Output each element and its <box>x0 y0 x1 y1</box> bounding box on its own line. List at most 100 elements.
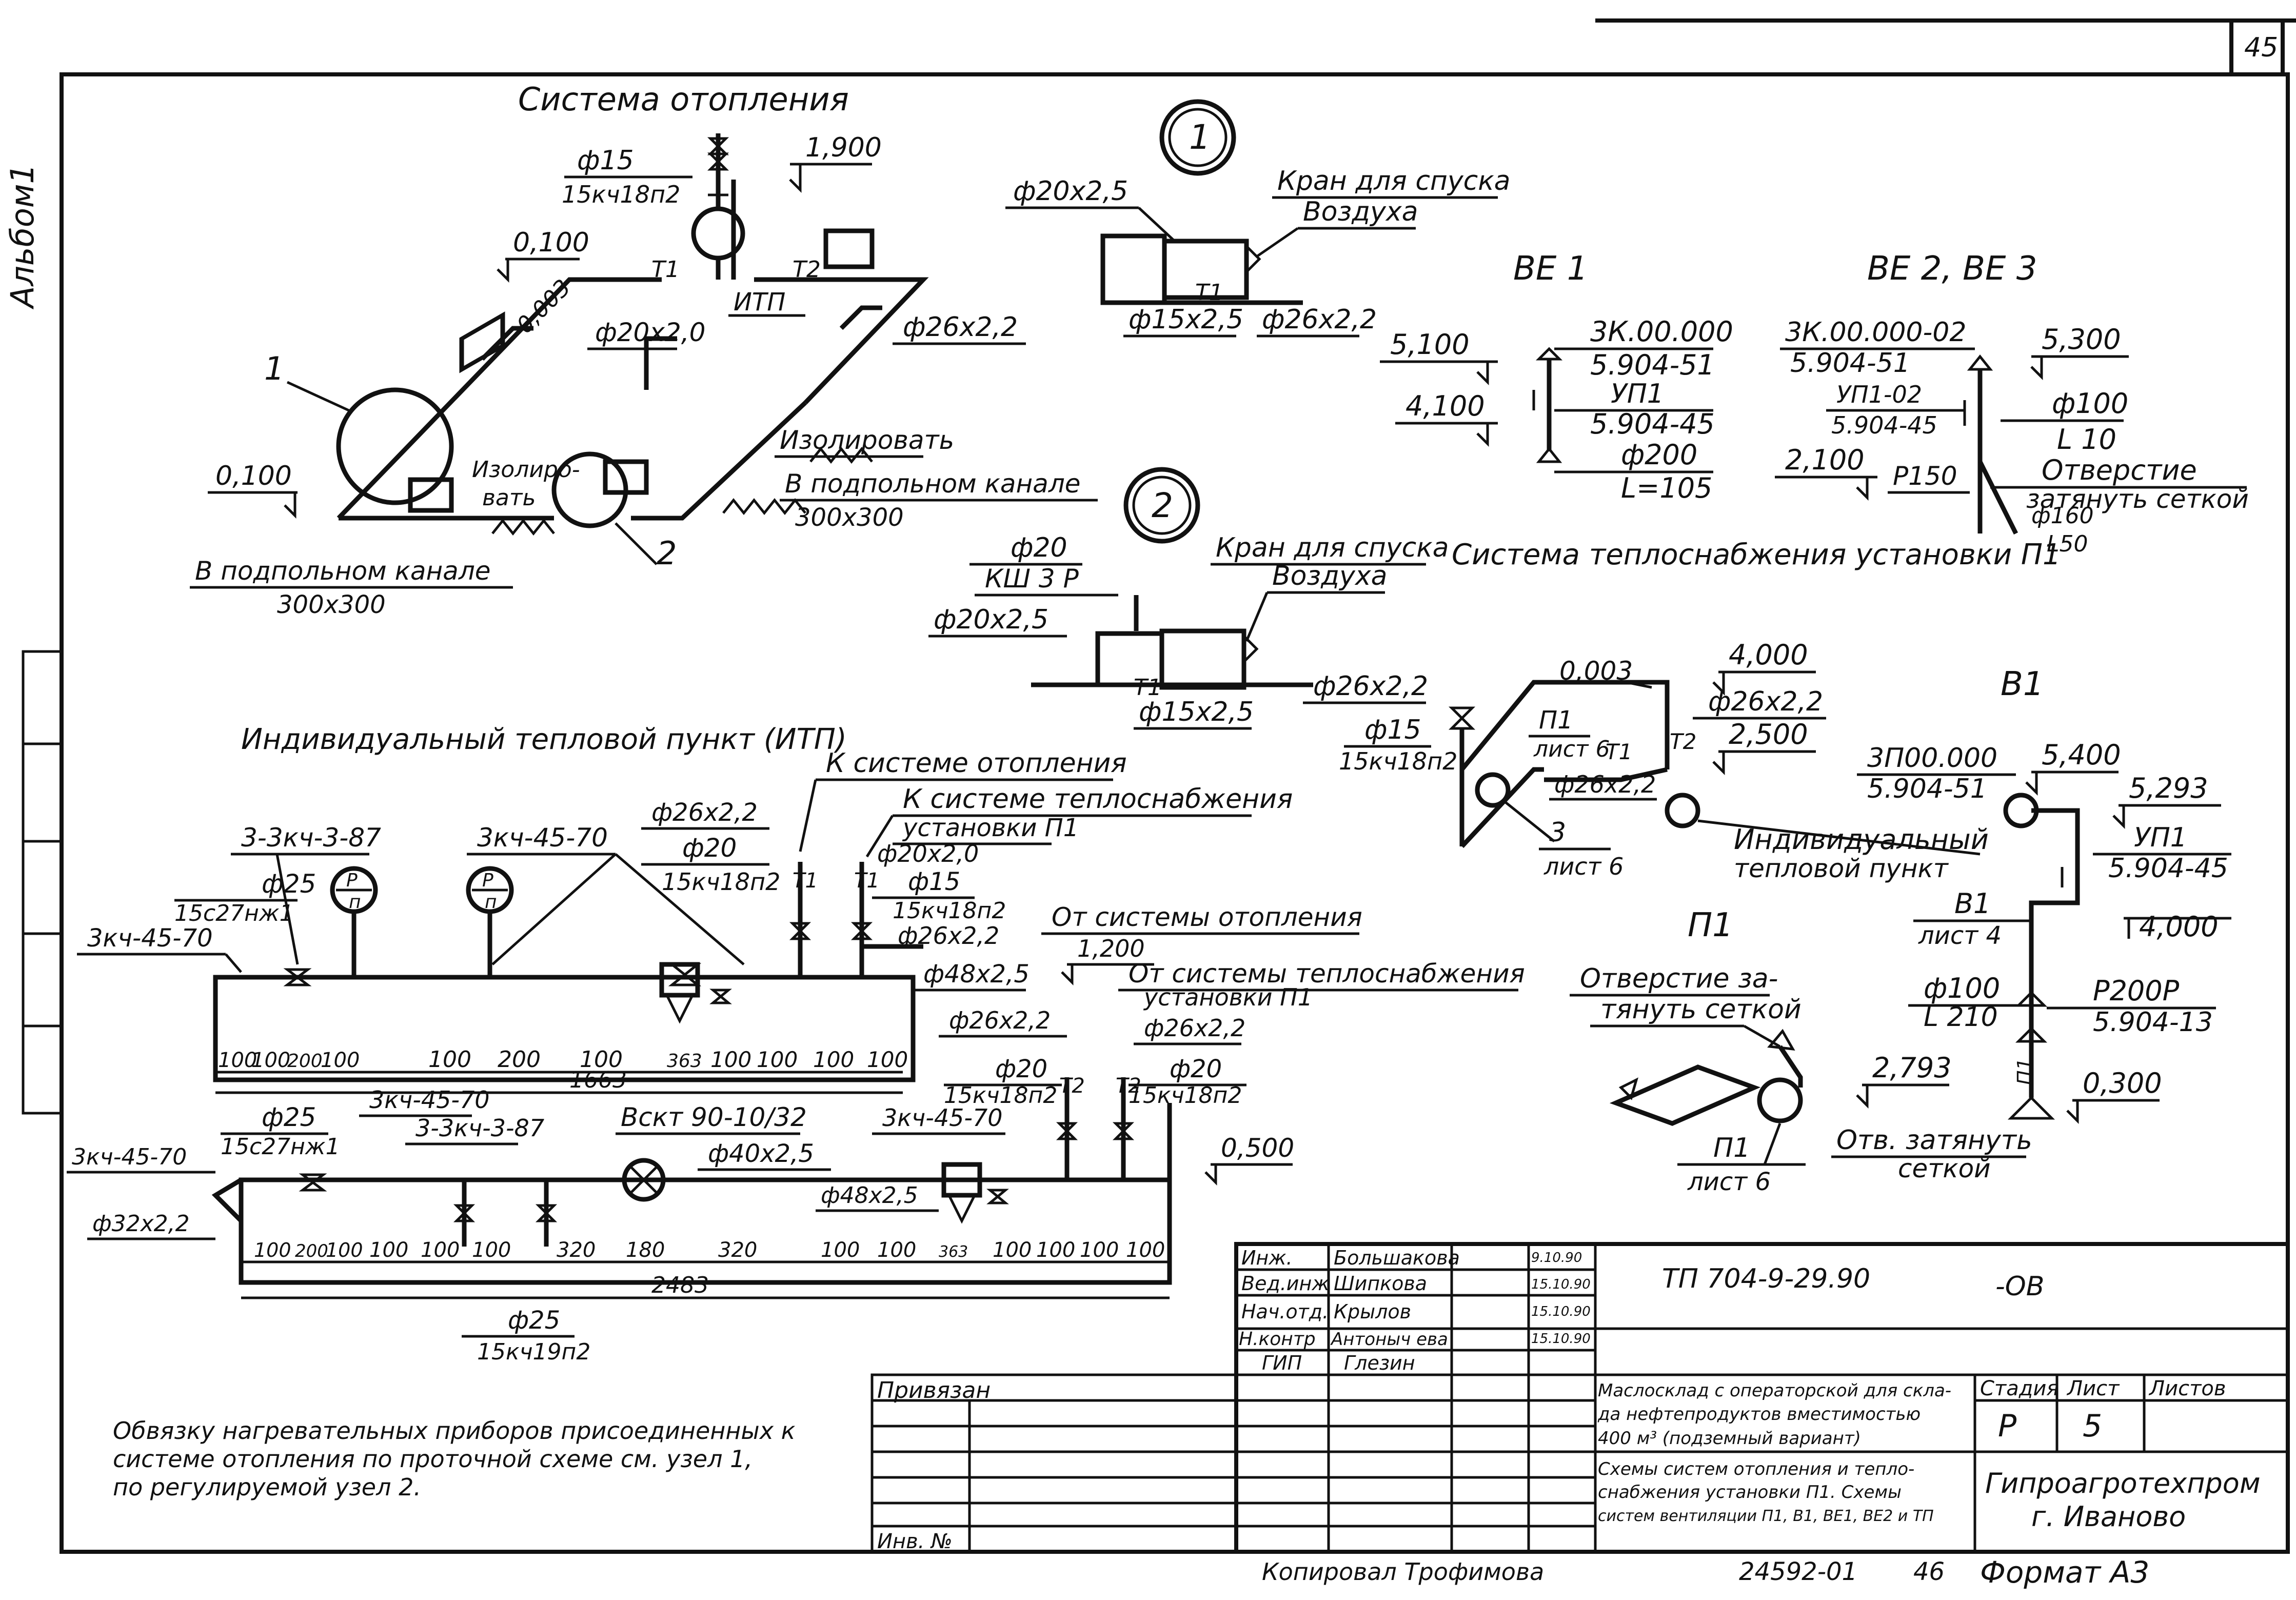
svg-text:да нефтепродуктов вместимостью: да нефтепродуктов вместимостью <box>1597 1404 1921 1425</box>
svg-text:320: 320 <box>557 1238 596 1262</box>
svg-text:ф160: ф160 <box>2031 503 2094 529</box>
side-label: Альбом1 <box>4 164 41 310</box>
detail-circle-1 <box>336 387 454 505</box>
svg-text:ф20: ф20 <box>1011 532 1067 563</box>
node-1-detail: 1 ф20х2,5 Кран для спуска Воздуха Т1 ф15… <box>1005 99 1511 338</box>
svg-text:затянуть сеткой: затянуть сеткой <box>2026 484 2249 514</box>
svg-text:3кч-45-70: 3кч-45-70 <box>882 1104 1003 1132</box>
svg-text:400 м³ (подземный вариант): 400 м³ (подземный вариант) <box>1598 1428 1861 1449</box>
svg-text:320: 320 <box>718 1238 757 1262</box>
svg-text:100: 100 <box>421 1238 460 1262</box>
svg-text:лист 6: лист 6 <box>1543 853 1624 880</box>
svg-text:Инв. №: Инв. № <box>877 1530 953 1553</box>
svg-text:тянуть сеткой: тянуть сеткой <box>1600 994 1802 1025</box>
svg-text:вать: вать <box>482 485 536 511</box>
svg-text:100: 100 <box>472 1238 511 1262</box>
svg-text:П1: П1 <box>1688 906 1733 944</box>
svg-text:Т1: Т1 <box>793 869 818 893</box>
svg-text:ф20х2,5: ф20х2,5 <box>934 604 1048 635</box>
svg-text:ф15х2,5: ф15х2,5 <box>1139 697 1254 727</box>
svg-text:5,300: 5,300 <box>2042 323 2121 355</box>
svg-text:Нач.отд.: Нач.отд. <box>1241 1300 1329 1323</box>
svg-text:УП1-02: УП1-02 <box>1836 381 1922 408</box>
svg-text:1663: 1663 <box>569 1067 627 1093</box>
svg-text:ф26х2,2: ф26х2,2 <box>1144 1014 1245 1042</box>
svg-text:В1: В1 <box>1954 887 1991 920</box>
svg-text:сеткой: сеткой <box>1898 1154 1991 1183</box>
svg-text:100: 100 <box>218 1049 257 1072</box>
svg-text:300х300: 300х300 <box>277 590 386 619</box>
svg-text:лист 4: лист 4 <box>1918 921 2002 950</box>
svg-text:КШ 3 Р: КШ 3 Р <box>985 564 1079 594</box>
detail-circle-2 <box>551 451 628 528</box>
svg-text:В подпольном канале: В подпольном канале <box>785 469 1081 499</box>
svg-text:ф40х2,5: ф40х2,5 <box>708 1139 814 1168</box>
svg-text:100: 100 <box>1126 1238 1165 1262</box>
svg-text:ф20: ф20 <box>1170 1055 1222 1083</box>
svg-text:Вскт 90-10/32: Вскт 90-10/32 <box>621 1102 807 1132</box>
svg-text:5,293: 5,293 <box>2129 772 2208 804</box>
svg-text:П1: П1 <box>2013 1058 2036 1085</box>
svg-text:24592-01: 24592-01 <box>1739 1557 1857 1586</box>
svg-text:Отверстие: Отверстие <box>2042 454 2197 486</box>
svg-text:0,100: 0,100 <box>215 461 292 491</box>
svg-text:L 10: L 10 <box>2057 423 2116 456</box>
svg-text:Т2: Т2 <box>1059 1074 1085 1098</box>
svg-text:100: 100 <box>710 1047 751 1072</box>
svg-text:100: 100 <box>326 1239 363 1261</box>
svg-text:3кч-45-70: 3кч-45-70 <box>369 1086 490 1114</box>
svg-text:ф20: ф20 <box>682 833 737 863</box>
footer: Копировал Трофимова 24592-01 46 Формат А… <box>1262 1555 2149 1590</box>
svg-text:ВЕ 1: ВЕ 1 <box>1513 250 1588 288</box>
svg-text:Отверстие за-: Отверстие за- <box>1580 963 1778 994</box>
svg-text:установки П1: установки П1 <box>902 814 1079 842</box>
svg-text:ф20х2,0: ф20х2,0 <box>595 318 705 347</box>
svg-text:2: 2 <box>1152 486 1173 525</box>
svg-text:лист 6: лист 6 <box>1687 1168 1771 1196</box>
svg-text:ИТП: ИТП <box>734 288 785 317</box>
svg-text:300х300: 300х300 <box>795 503 904 532</box>
b1-vent-scheme: В1 3П00.000 5.904-51 5,400 5,293 УП1 5.9… <box>1831 665 2231 1183</box>
svg-text:0,300: 0,300 <box>2083 1067 2162 1099</box>
svg-text:лист 6: лист 6 <box>1533 736 1610 762</box>
svg-text:Привязан: Привязан <box>877 1377 991 1404</box>
svg-text:Лист: Лист <box>2066 1377 2120 1400</box>
svg-text:0,500: 0,500 <box>1221 1133 1294 1163</box>
svg-text:Индивидуальный тепловой пункт: Индивидуальный тепловой пункт (ИТП) <box>241 723 847 756</box>
svg-text:100: 100 <box>877 1238 916 1262</box>
svg-text:Шипкова: Шипкова <box>1334 1272 1427 1295</box>
svg-text:15.10.90: 15.10.90 <box>1531 1304 1591 1319</box>
svg-text:ф48х2,5: ф48х2,5 <box>821 1182 918 1209</box>
svg-text:Т1: Т1 <box>1606 739 1632 764</box>
svg-text:3П00.000: 3П00.000 <box>1867 743 1997 774</box>
svg-text:ТП 704-9-29.90: ТП 704-9-29.90 <box>1662 1263 1870 1294</box>
pressure-gauge-n: п <box>349 892 361 913</box>
svg-text:100: 100 <box>993 1238 1032 1262</box>
svg-text:ВЕ 2, ВЕ 3: ВЕ 2, ВЕ 3 <box>1867 250 2037 288</box>
svg-text:100: 100 <box>428 1046 471 1073</box>
general-note: Обвязку нагревательных приборов присоеди… <box>113 1417 796 1501</box>
svg-text:5,400: 5,400 <box>2042 739 2121 771</box>
svg-text:Маслосклад с операторской для: Маслосклад с операторской для скла- <box>1598 1380 1951 1401</box>
svg-text:Воздуха: Воздуха <box>1272 561 1388 591</box>
svg-text:ф25: ф25 <box>508 1306 560 1335</box>
svg-text:ф26х2,2: ф26х2,2 <box>651 798 758 827</box>
pressure-gauge-p: Р <box>346 870 358 891</box>
svg-text:3К.00.000: 3К.00.000 <box>1590 315 1733 348</box>
svg-text:Кран для спуска: Кран для спуска <box>1277 166 1511 196</box>
svg-text:0,003: 0,003 <box>1559 656 1633 686</box>
svg-text:15с27нж1: 15с27нж1 <box>221 1134 340 1160</box>
svg-text:5: 5 <box>2083 1408 2102 1444</box>
svg-text:3-3кч-3-87: 3-3кч-3-87 <box>241 823 381 853</box>
svg-text:100: 100 <box>867 1047 908 1072</box>
svg-text:5.904-51: 5.904-51 <box>1590 349 1715 381</box>
svg-text:ф26х2,2: ф26х2,2 <box>903 312 1018 343</box>
svg-text:системе отопления по проточной: системе отопления по проточной схеме см.… <box>113 1445 753 1473</box>
svg-text:100: 100 <box>821 1238 860 1262</box>
svg-text:5.904-51: 5.904-51 <box>1790 348 1910 379</box>
svg-text:1: 1 <box>1189 117 1211 157</box>
be2-be3-vent-scheme: ВЕ 2, ВЕ 3 3К.00.000-02 5.904-51 УП1-02 … <box>1775 250 2249 557</box>
svg-text:L=105: L=105 <box>1621 472 1712 504</box>
svg-text:Антоныч ева: Антоныч ева <box>1330 1329 1448 1350</box>
svg-text:100: 100 <box>580 1046 623 1073</box>
